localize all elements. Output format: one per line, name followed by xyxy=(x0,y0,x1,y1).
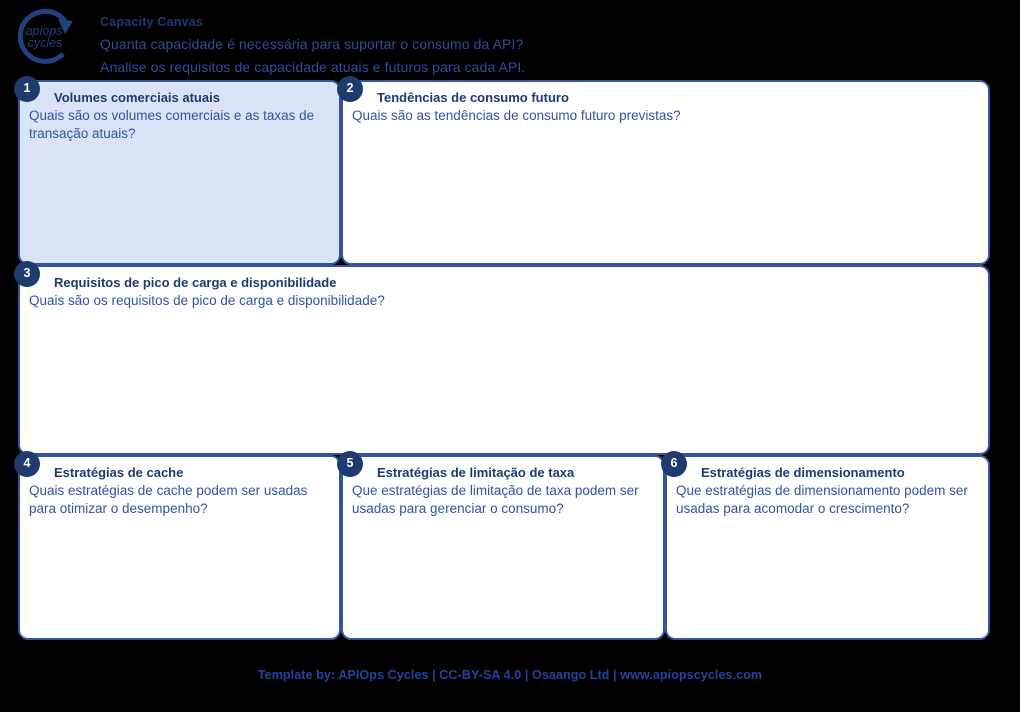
box-question: Quais são os volumes comerciais e as tax… xyxy=(29,108,315,141)
box-number-badge: 2 xyxy=(337,76,363,102)
box-number-badge: 5 xyxy=(337,451,363,477)
canvas-subtitle-question: Quanta capacidade é necessária para supo… xyxy=(100,36,524,52)
apiops-cycles-logo-icon: apiops cycles xyxy=(17,8,73,64)
logo-text-line2: cycles xyxy=(28,36,63,50)
box-number-badge: 3 xyxy=(14,261,40,287)
box-number-badge: 1 xyxy=(14,76,40,102)
logo-text-line1: apiops xyxy=(26,24,63,38)
box-estrategias-limitacao-taxa: 5 Estratégias de limitação de taxa Que e… xyxy=(337,451,665,640)
box-estrategias-dimensionamento: 6 Estratégias de dimensionamento Que est… xyxy=(661,451,990,640)
box-title: Estratégias de cache xyxy=(54,465,184,480)
box-tendencias-consumo-futuro: 2 Tendências de consumo futuro Quais são… xyxy=(337,76,990,265)
box-title: Volumes comerciais atuais xyxy=(54,90,220,105)
capacity-canvas-grid: 1 Volumes comerciais atuais Quais são os… xyxy=(14,76,990,640)
box-question: Que estratégias de dimensionamento podem… xyxy=(676,483,968,516)
box-title: Requisitos de pico de carga e disponibil… xyxy=(54,275,337,290)
box-number-badge: 4 xyxy=(14,451,40,477)
box-title: Estratégias de dimensionamento xyxy=(701,465,905,480)
box-estrategias-cache: 4 Estratégias de cache Quais estratégias… xyxy=(14,451,341,640)
box-title: Tendências de consumo futuro xyxy=(377,90,569,105)
header: apiops cycles Capacity Canvas Quanta cap… xyxy=(0,0,1020,78)
box-question: Que estratégias de limitação de taxa pod… xyxy=(352,483,639,516)
box-number-badge: 6 xyxy=(661,451,687,477)
box-question: Quais são as tendências de consumo futur… xyxy=(352,108,681,123)
box-requisitos-pico-carga: 3 Requisitos de pico de carga e disponib… xyxy=(14,261,990,455)
attribution-footer: Template by: APIOps Cycles | CC-BY-SA 4.… xyxy=(257,668,763,682)
canvas-title: Capacity Canvas xyxy=(100,15,204,29)
box-title: Estratégias de limitação de taxa xyxy=(377,465,575,480)
box-question: Quais são os requisitos de pico de carga… xyxy=(29,293,385,308)
canvas-subtitle-instruction: Analise os requisitos de capacidade atua… xyxy=(100,59,526,75)
box-volumes-comerciais-atuais: 1 Volumes comerciais atuais Quais são os… xyxy=(14,76,341,265)
box-question: Quais estratégias de cache podem ser usa… xyxy=(29,483,308,516)
